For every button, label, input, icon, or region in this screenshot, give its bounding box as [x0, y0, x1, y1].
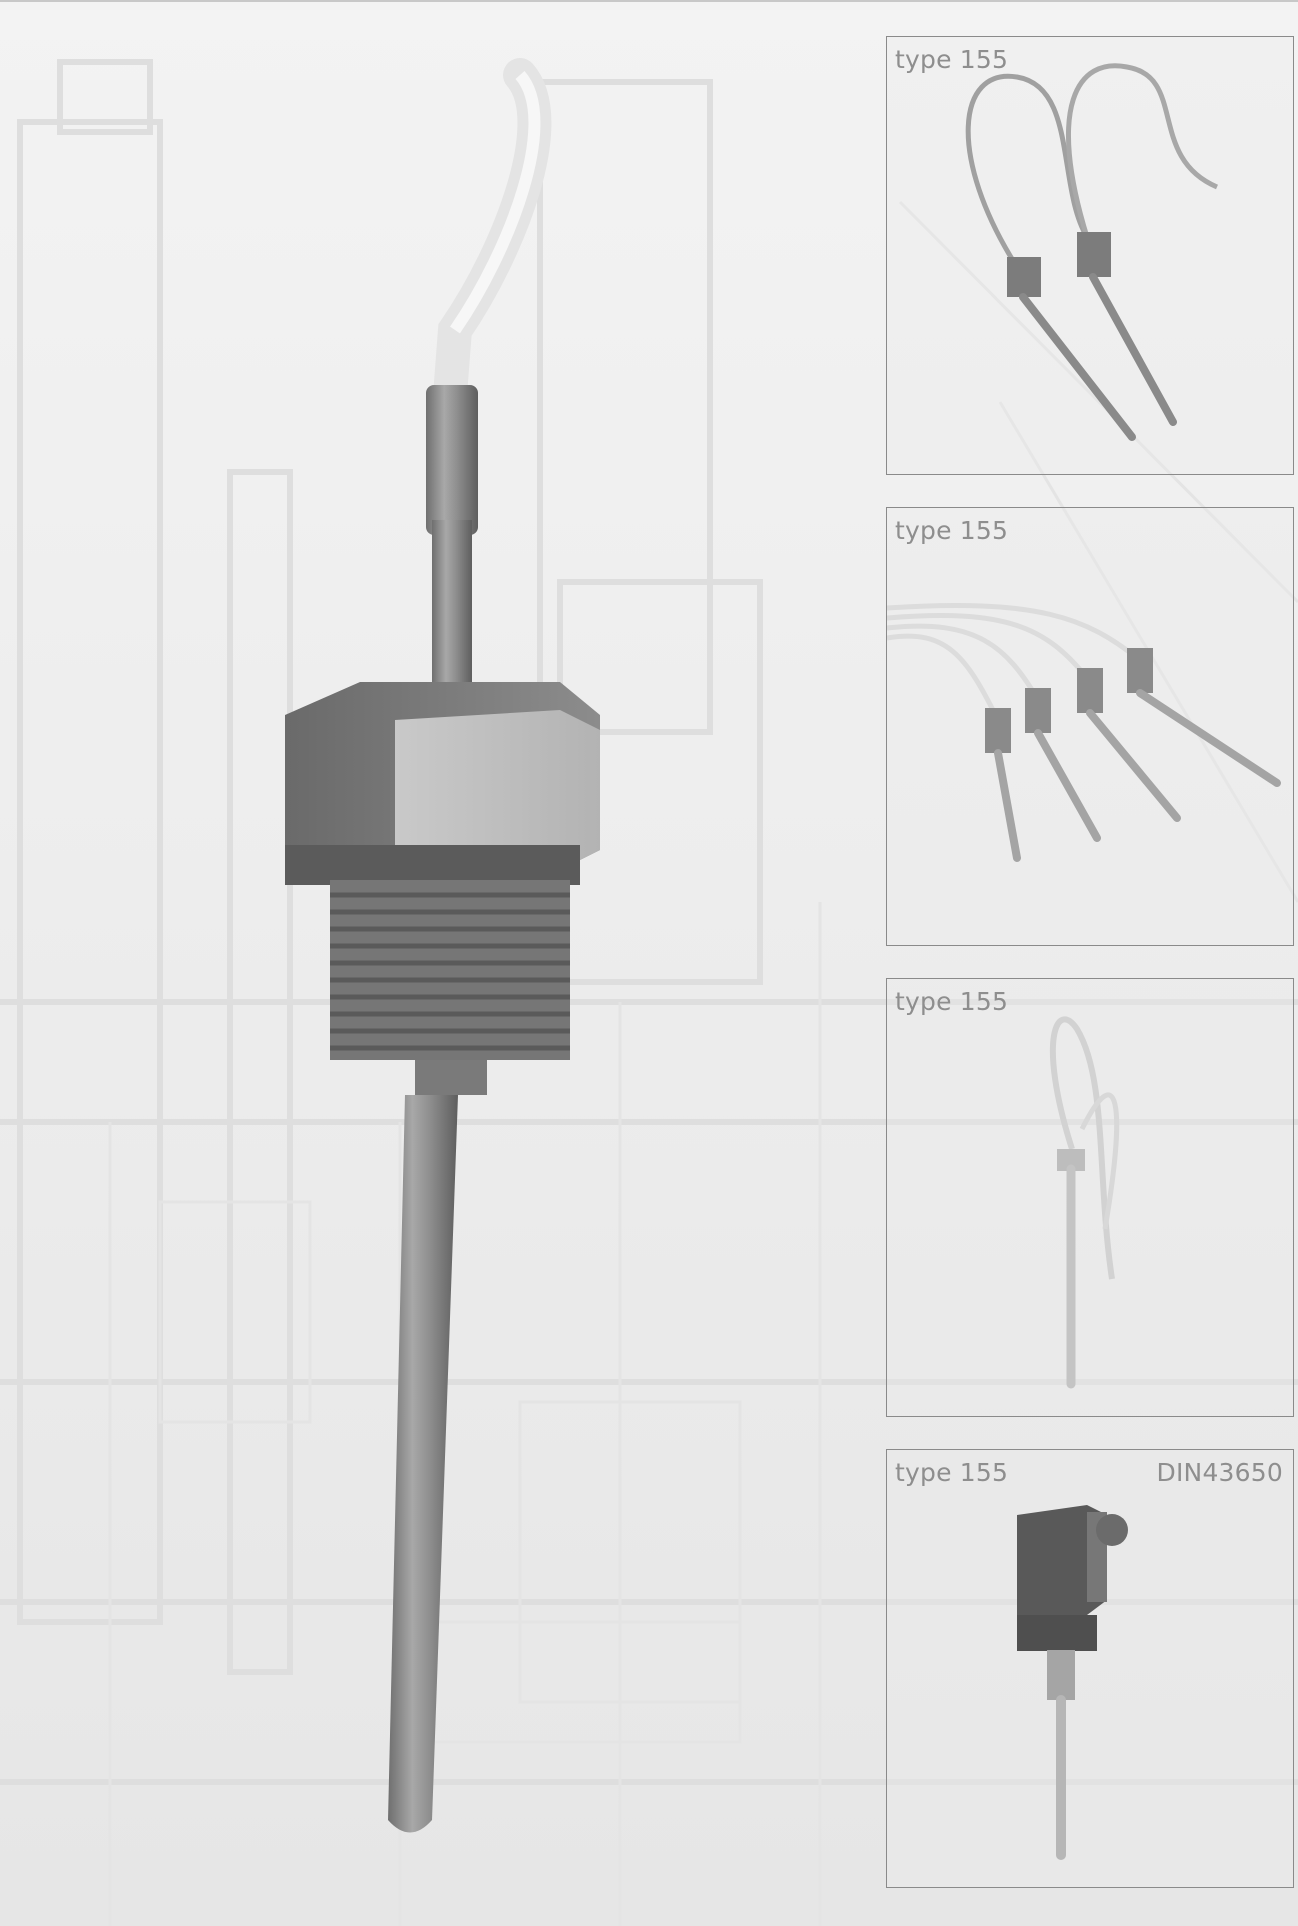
- product-panel-3: type 155: [886, 978, 1294, 1417]
- panel-label: type 155: [895, 516, 1009, 545]
- probe-pair-coiled-photo: [965, 63, 1218, 441]
- panel-label: type 155: [895, 987, 1009, 1016]
- panel-label-connector: DIN43650: [1156, 1458, 1283, 1487]
- probe-din-connector-photo: [1017, 1505, 1128, 1860]
- product-panel-1: type 155: [886, 36, 1294, 475]
- probe-single-photo: [1049, 1016, 1120, 1389]
- product-panel-2: type 155: [886, 507, 1294, 946]
- top-rule: [0, 0, 1298, 2]
- panel-label: type 155: [895, 1458, 1009, 1487]
- probe-row-photo: [887, 602, 1281, 862]
- panel-label: type 155: [895, 45, 1009, 74]
- probe-photo: [285, 58, 600, 1833]
- product-panel-4: type 155 DIN43650: [886, 1449, 1294, 1888]
